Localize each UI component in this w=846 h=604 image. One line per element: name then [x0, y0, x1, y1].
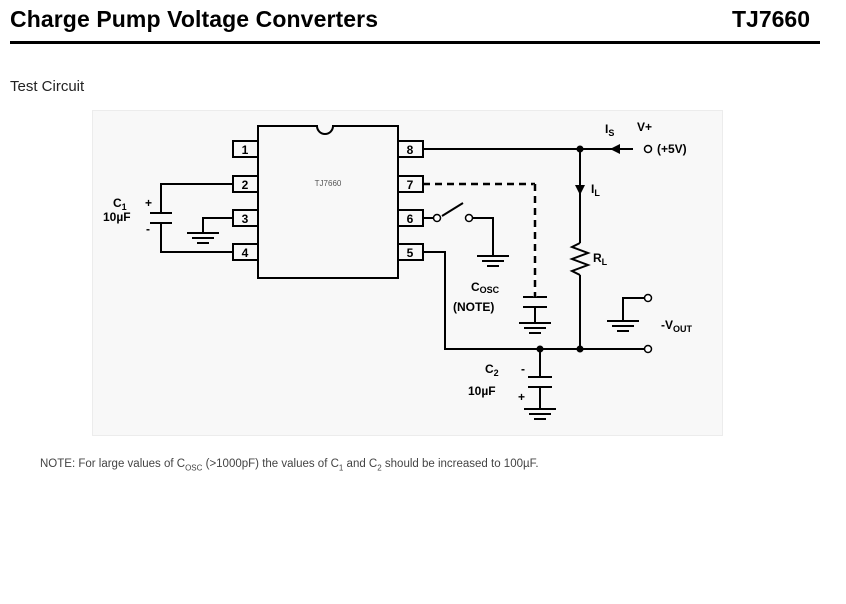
wire-vout-ground — [622, 297, 645, 321]
c1-minus: - — [146, 222, 150, 236]
c1-label: C1 — [113, 196, 127, 212]
junction-c2 — [536, 345, 544, 353]
wire-c1-pin4 — [160, 223, 233, 253]
ic-body — [257, 125, 399, 279]
rl-resistor — [569, 242, 591, 276]
circuit-schematic: 1 2 3 4 5 6 7 8 TJ7660 C1 + 10µF - IS V+… — [103, 120, 693, 420]
test-circuit-diagram: 1 2 3 4 5 6 7 8 TJ7660 C1 + 10µF - IS V+… — [92, 110, 723, 436]
wire-pin2-c1 — [160, 183, 233, 213]
c2-label: C2 — [485, 362, 499, 378]
junction-rl-vout — [576, 345, 584, 353]
cosc-note: (NOTE) — [453, 300, 494, 314]
wire-pin5-vout — [423, 251, 645, 350]
c2-minus: - — [521, 362, 525, 376]
switch-lever — [441, 202, 464, 217]
c2-value: 10µF — [468, 384, 496, 398]
pin-7-label: 7 — [407, 178, 414, 192]
page-title: Charge Pump Voltage Converters — [10, 6, 379, 32]
is-arrow — [610, 144, 620, 154]
pin-1-label: 1 — [242, 143, 249, 157]
vout-terminal — [643, 344, 653, 354]
c1-plus: + — [145, 196, 152, 210]
vplus-label: V+ — [637, 120, 652, 134]
il-arrow — [575, 185, 585, 195]
section-title: Test Circuit — [10, 78, 85, 95]
ic-label: TJ7660 — [315, 179, 342, 188]
rl-label: RL — [593, 251, 608, 267]
pin-8-label: 8 — [407, 143, 414, 157]
c2-plus: + — [518, 390, 525, 404]
pin-4-label: 4 — [242, 246, 249, 260]
switch-contact-a — [432, 213, 442, 223]
vplus-terminal — [643, 144, 653, 154]
wire-switch-ground — [473, 217, 494, 256]
vout-label: -VOUT — [661, 318, 693, 334]
part-number: TJ7660 — [731, 6, 810, 32]
junction-vplus — [576, 145, 584, 153]
wire-pin3-ground — [202, 217, 233, 233]
is-label: IS — [605, 122, 614, 138]
switch-contact-b — [464, 213, 474, 223]
il-label: IL — [591, 182, 600, 198]
pin-6-label: 6 — [407, 212, 414, 226]
pin-2-label: 2 — [242, 178, 249, 192]
c1-value: 10µF — [103, 210, 131, 224]
pin-1-box — [232, 140, 259, 158]
pin-5-label: 5 — [407, 246, 414, 260]
footnote: NOTE: For large values of COSC (>1000pF)… — [40, 458, 539, 473]
cosc-label: COSC — [471, 280, 500, 295]
pin-3-label: 3 — [242, 212, 249, 226]
vplus-value: (+5V) — [657, 142, 687, 156]
header-rule — [10, 41, 820, 44]
gnd-terminal — [643, 293, 653, 303]
